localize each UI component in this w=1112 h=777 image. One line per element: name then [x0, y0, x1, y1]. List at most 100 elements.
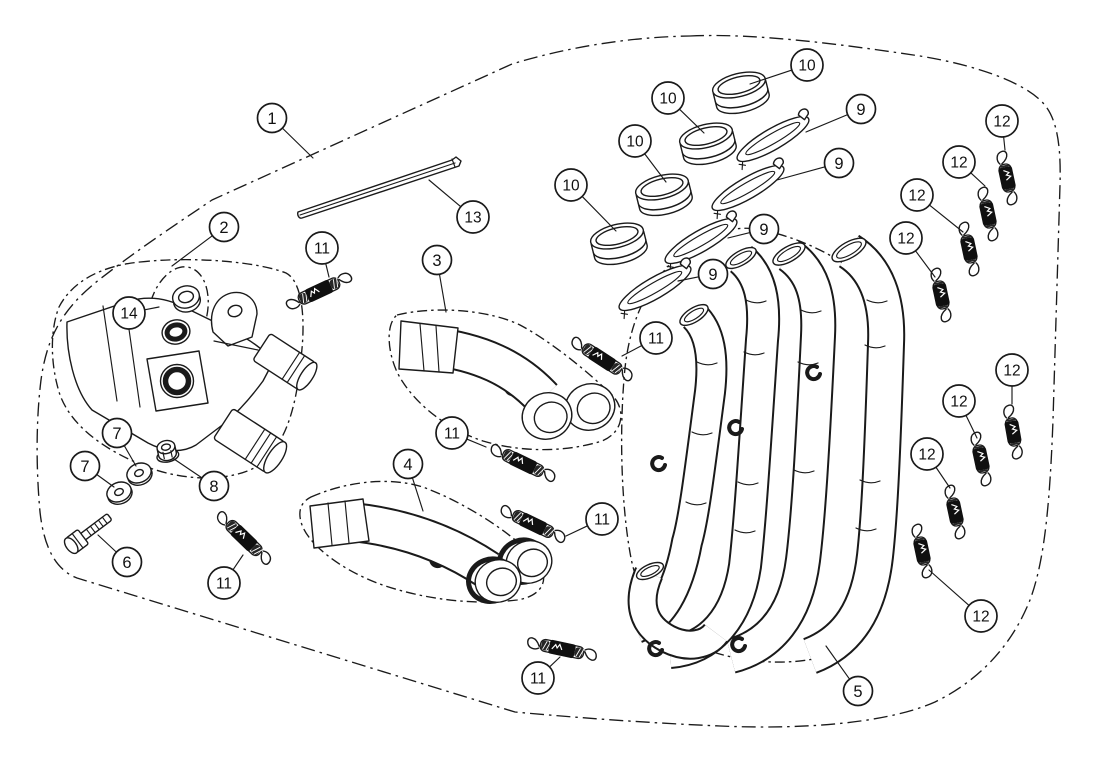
callout-balloon[interactable]	[964, 599, 998, 633]
callout-number: 10	[659, 91, 677, 108]
callout-10[interactable]: 10	[554, 168, 617, 232]
weld-seam	[743, 351, 765, 356]
link-pipe-b-group-outline	[299, 480, 545, 603]
tension-spring-long-6	[527, 637, 597, 661]
callout-balloon[interactable]	[845, 93, 877, 125]
callout-leader-line	[621, 344, 643, 357]
callout-10[interactable]: 10	[651, 81, 705, 134]
callout-9[interactable]: 9	[727, 213, 780, 245]
callout-leader-line	[123, 444, 137, 467]
callout-6[interactable]: 6	[97, 534, 143, 578]
callout-11[interactable]: 11	[435, 416, 487, 450]
callout-9[interactable]: 9	[776, 147, 855, 181]
callout-number: 11	[216, 576, 232, 593]
callout-12[interactable]: 12	[985, 104, 1019, 151]
callout-10[interactable]: 10	[749, 48, 824, 85]
callout-leader-line	[171, 235, 213, 267]
weld-seam	[866, 299, 888, 304]
callout-5[interactable]: 5	[825, 645, 874, 707]
akrapovic-logo-mark	[522, 517, 534, 525]
callout-7[interactable]: 7	[101, 417, 137, 467]
callout-8[interactable]: 8	[173, 458, 230, 502]
callout-12[interactable]: 12	[900, 178, 964, 233]
callout-balloon[interactable]	[456, 200, 490, 234]
callout-balloon[interactable]	[256, 102, 288, 134]
callout-3[interactable]: 3	[421, 244, 453, 313]
callout-12[interactable]: 12	[910, 437, 951, 489]
callout-10[interactable]: 10	[618, 124, 667, 183]
callout-11[interactable]: 11	[207, 554, 244, 600]
callout-balloon[interactable]	[521, 661, 555, 695]
callout-9[interactable]: 9	[677, 258, 729, 290]
callout-balloon[interactable]	[900, 178, 934, 212]
callout-leader-line	[776, 166, 826, 181]
callout-11[interactable]: 11	[305, 231, 339, 278]
callout-balloon[interactable]	[585, 502, 619, 536]
callout-balloon[interactable]	[889, 221, 923, 255]
callout-11[interactable]: 11	[521, 656, 561, 695]
callout-12[interactable]: 12	[928, 569, 998, 633]
callout-balloon[interactable]	[910, 437, 944, 471]
callout-balloon[interactable]	[942, 384, 976, 418]
callout-leader-line	[965, 414, 978, 439]
callout-balloon[interactable]	[823, 147, 855, 179]
akrapovic-logo-mark	[310, 287, 320, 298]
callout-9[interactable]: 9	[805, 93, 877, 133]
callout-balloon[interactable]	[748, 213, 780, 245]
callout-balloon[interactable]	[618, 124, 652, 158]
seal-ring-upper	[171, 285, 202, 313]
callout-balloon[interactable]	[639, 321, 673, 355]
callout-balloon[interactable]	[112, 296, 146, 330]
callout-number: 6	[122, 554, 131, 572]
callout-leader-line	[644, 153, 667, 183]
callout-balloon[interactable]	[790, 48, 824, 82]
tension-spring-short-8	[911, 523, 933, 579]
callout-balloon[interactable]	[207, 566, 241, 600]
callout-balloon[interactable]	[208, 211, 240, 243]
callout-number: 2	[219, 219, 228, 237]
callout-13[interactable]: 13	[428, 179, 490, 234]
callout-balloon[interactable]	[101, 417, 133, 449]
callout-balloon[interactable]	[198, 470, 230, 502]
callout-balloon[interactable]	[435, 416, 469, 450]
callout-number: 12	[918, 447, 935, 464]
callout-12[interactable]: 12	[889, 221, 936, 278]
akrapovic-logo-mark	[977, 451, 986, 462]
tension-spring-short-3	[958, 221, 980, 277]
callout-balloon[interactable]	[651, 81, 685, 115]
callout-7[interactable]: 7	[69, 450, 115, 488]
callout-balloon[interactable]	[554, 168, 588, 202]
callout-1[interactable]: 1	[256, 102, 314, 159]
seal-ring-lower	[161, 319, 191, 345]
callout-balloon[interactable]	[942, 145, 976, 179]
callout-balloon[interactable]	[392, 448, 424, 480]
callout-balloon[interactable]	[995, 353, 1029, 387]
callout-balloon[interactable]	[305, 231, 339, 265]
callout-leader-line	[970, 172, 986, 187]
callout-balloon[interactable]	[421, 244, 453, 276]
callout-balloon[interactable]	[111, 546, 143, 578]
callout-balloon[interactable]	[697, 258, 729, 290]
callout-11[interactable]: 11	[565, 502, 619, 537]
callout-11[interactable]: 11	[621, 321, 673, 357]
callout-number: 12	[908, 188, 925, 205]
callout-balloon[interactable]	[985, 104, 1019, 138]
callout-14[interactable]: 14	[112, 296, 160, 330]
kit-boundary-outline	[36, 34, 1061, 728]
callout-12[interactable]: 12	[942, 145, 986, 187]
pipe-mouth-elbow	[635, 561, 665, 581]
callout-4[interactable]: 4	[392, 448, 424, 512]
weld-seam	[685, 501, 707, 506]
pipe-mouth-4	[831, 237, 867, 263]
callout-12[interactable]: 12	[995, 353, 1029, 405]
callout-number: 11	[648, 331, 664, 348]
flange-nut	[156, 439, 180, 463]
callout-2[interactable]: 2	[171, 211, 240, 267]
callout-balloon[interactable]	[842, 675, 874, 707]
callout-leader-line	[466, 438, 487, 448]
callout-leader-line	[232, 554, 244, 571]
callout-balloon[interactable]	[69, 450, 101, 482]
collector-outlet-upper	[253, 333, 318, 391]
callout-12[interactable]: 12	[942, 384, 978, 439]
